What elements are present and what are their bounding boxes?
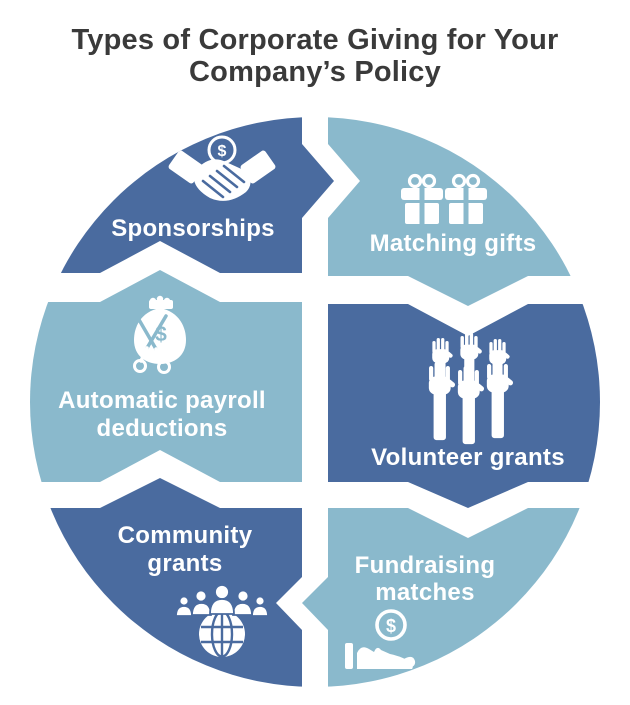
coin-ring (375, 609, 407, 641)
label-community-grants-line2: grants (147, 550, 222, 577)
scissors (133, 314, 171, 374)
handshake-finger-lines (201, 164, 246, 199)
hand-cuff (345, 643, 353, 669)
segment-automatic-payroll-deductions (30, 270, 302, 482)
label-community-grants-line1: Community (118, 522, 253, 549)
money-bag-scissors-icon: $ (133, 295, 186, 374)
gift-box-right (445, 173, 487, 224)
bag-tie (149, 300, 173, 309)
label-automatic-payroll-line2: deductions (96, 415, 227, 442)
gift-box-left (401, 173, 443, 224)
page-title-line1: Types of Corporate Giving for Your (71, 24, 559, 56)
label-sponsorships: Sponsorships (111, 215, 275, 242)
hand-fingers (404, 656, 416, 668)
label-matching-gifts: Matching gifts (370, 230, 537, 257)
label-fundraising-matches-line1: Fundraising (355, 552, 496, 579)
handshake-left-sleeve (168, 150, 204, 184)
segment-community-grants (30, 478, 302, 687)
handshake-hands (194, 159, 251, 201)
coin-dollar-glyph: $ (386, 616, 396, 636)
label-volunteer-grants: Volunteer grants (371, 444, 565, 471)
label-automatic-payroll-line1: Automatic payroll (58, 387, 266, 414)
giving-wheel: $ (30, 117, 600, 687)
globe-people-icon (175, 584, 269, 658)
people-row (175, 584, 269, 617)
gift-boxes-icon (401, 173, 487, 224)
handshake-dollar-icon: $ (168, 135, 276, 201)
coin-dollar-glyph: $ (218, 143, 227, 160)
segment-volunteer-grants (328, 304, 600, 508)
raised-hands-icon (428, 332, 515, 445)
label-fundraising-matches-line2: matches (375, 579, 474, 606)
open-hand (357, 647, 413, 669)
hand-coin-icon: $ (345, 609, 416, 669)
page-title-line2: Company’s Policy (189, 56, 441, 88)
page-title: Types of Corporate Giving for Your Compa… (0, 24, 630, 88)
